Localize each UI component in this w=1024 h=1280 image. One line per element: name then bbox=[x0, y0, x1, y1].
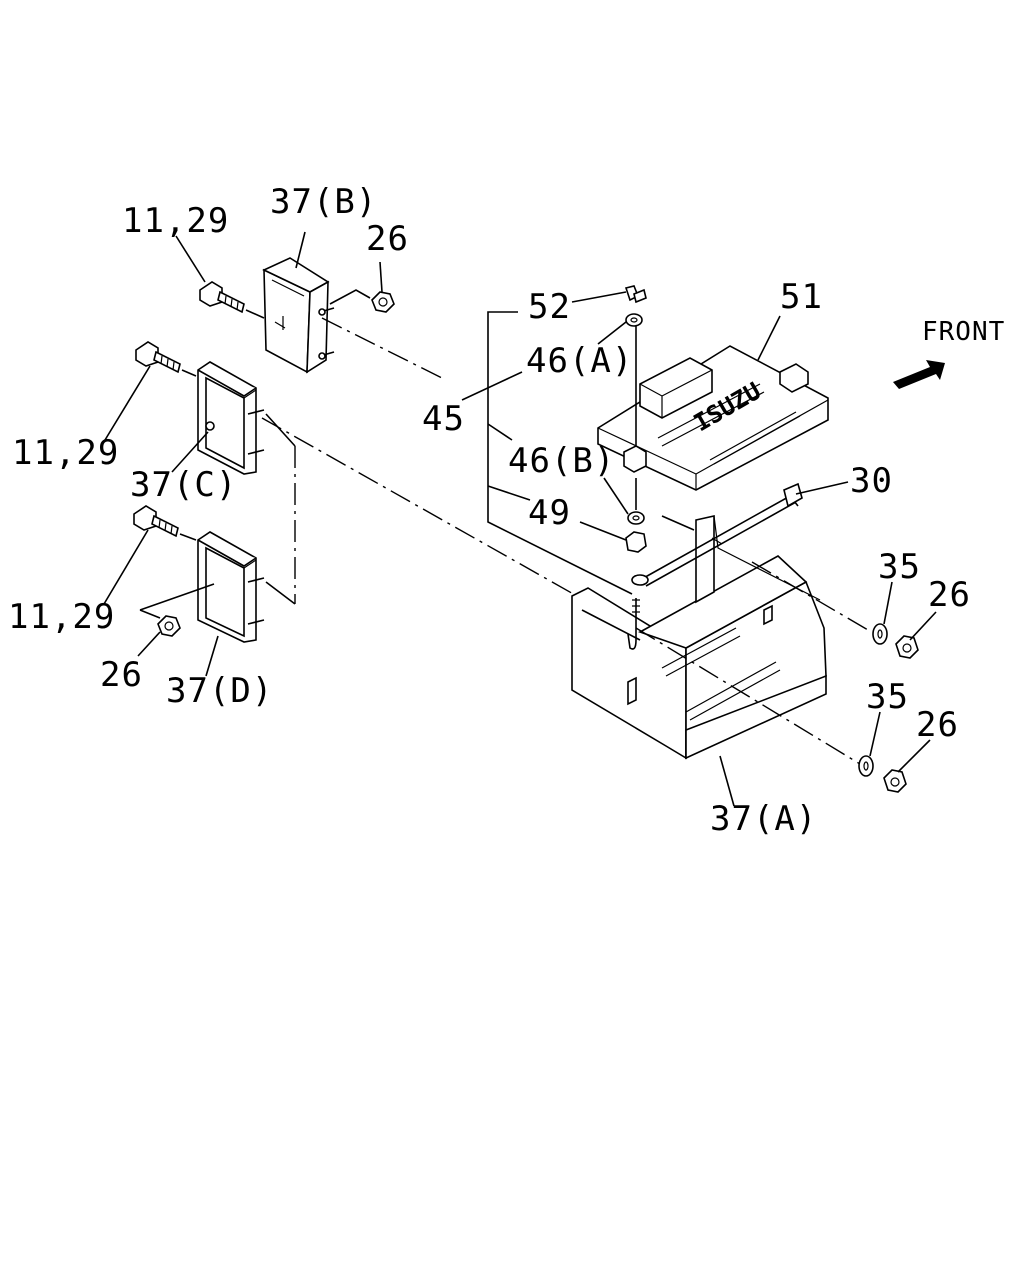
nut-49-icon bbox=[625, 531, 647, 553]
bolt-11-29-mid-icon bbox=[135, 341, 181, 374]
leader-45 bbox=[461, 371, 523, 401]
label-51: 51 bbox=[780, 277, 823, 317]
wing-nut-52-icon bbox=[624, 285, 647, 304]
j-bolt-icon bbox=[627, 598, 640, 650]
leader-52 bbox=[571, 291, 627, 303]
battery-51: ISUZU bbox=[597, 345, 829, 491]
label-11-29-low: 11,29 bbox=[8, 597, 115, 637]
label-37a: 37(A) bbox=[710, 799, 817, 839]
leader-35-lower bbox=[869, 711, 881, 757]
leader-26-left bbox=[137, 631, 161, 657]
label-52: 52 bbox=[528, 287, 571, 327]
leader-30 bbox=[795, 481, 849, 495]
front-arrow-icon bbox=[893, 360, 945, 389]
label-30: 30 bbox=[850, 461, 893, 501]
leader-37c bbox=[171, 431, 209, 473]
leader-37b bbox=[295, 231, 306, 269]
washer-46b-icon bbox=[627, 511, 645, 525]
leader-26-right-lower bbox=[897, 739, 931, 773]
label-37c: 37(C) bbox=[130, 465, 237, 505]
label-49: 49 bbox=[528, 493, 571, 533]
bracket-37d bbox=[197, 531, 265, 643]
label-35-upper: 35 bbox=[878, 547, 921, 587]
leader-11-29-mid bbox=[104, 365, 151, 441]
bolt-11-29-low-icon bbox=[133, 505, 179, 538]
label-26-right-upper: 26 bbox=[928, 575, 971, 615]
leader-46a bbox=[597, 321, 627, 345]
washer-35-upper-icon bbox=[872, 623, 888, 645]
leader-26-right-upper bbox=[909, 611, 937, 641]
label-37d: 37(D) bbox=[166, 671, 273, 711]
washer-35-lower-icon bbox=[858, 755, 874, 777]
leader-37a bbox=[719, 755, 735, 807]
label-26-right-lower: 26 bbox=[916, 705, 959, 745]
rod-30 bbox=[631, 482, 803, 587]
bracket-37c bbox=[197, 361, 265, 475]
label-11-29-top: 11,29 bbox=[122, 201, 229, 241]
label-26-top: 26 bbox=[366, 219, 409, 259]
front-label: FRONT bbox=[922, 317, 1005, 347]
label-45: 45 bbox=[422, 399, 465, 439]
bolt-11-29-top-icon bbox=[199, 281, 245, 314]
washer-46a-icon bbox=[625, 313, 643, 327]
nut-26-top-icon bbox=[371, 291, 395, 313]
group-bracket-45 bbox=[487, 311, 633, 595]
label-46a: 46(A) bbox=[526, 341, 633, 381]
bracket-37b bbox=[262, 257, 335, 374]
nut-26-right-upper-icon bbox=[895, 635, 919, 659]
leader-11-29-top bbox=[175, 235, 206, 283]
leader-26-top bbox=[379, 261, 383, 293]
label-11-29-mid: 11,29 bbox=[12, 433, 119, 473]
leader-35-upper bbox=[883, 581, 893, 625]
nut-26-right-lower-icon bbox=[883, 769, 907, 793]
nut-26-left-icon bbox=[157, 615, 181, 637]
label-35-lower: 35 bbox=[866, 677, 909, 717]
label-26-left: 26 bbox=[100, 655, 143, 695]
battery-tray-37a bbox=[571, 515, 827, 760]
leader-51 bbox=[757, 315, 781, 361]
leader-49 bbox=[579, 521, 627, 541]
leader-11-29-low bbox=[103, 529, 149, 605]
leader-37d bbox=[205, 635, 219, 677]
label-37b: 37(B) bbox=[270, 182, 377, 222]
label-46b: 46(B) bbox=[508, 441, 615, 481]
leader-46b bbox=[603, 477, 629, 515]
